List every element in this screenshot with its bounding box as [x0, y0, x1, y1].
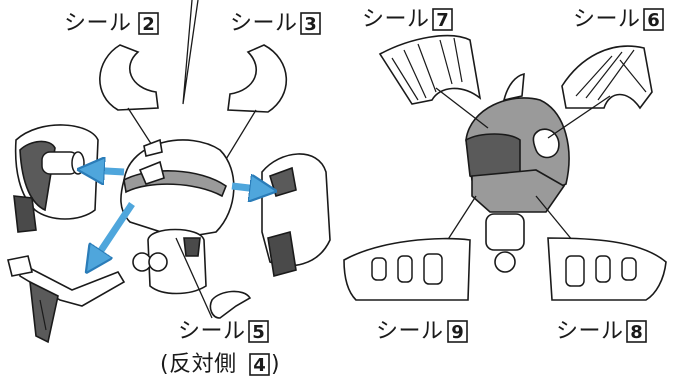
leader-seal-5: [175, 237, 213, 319]
sticker-3-shape: [227, 44, 288, 113]
arrow-to-side: [231, 186, 266, 190]
right-side-part: [261, 153, 331, 278]
sticker-2-shape: [99, 44, 159, 111]
label-seal-9: シール 9: [376, 319, 468, 344]
label-seal-3-text: シール: [230, 11, 298, 36]
label-seal-9-box: [447, 320, 468, 343]
label-seal-9-num: 9: [451, 322, 464, 343]
assembly-arrows-left: [88, 170, 266, 264]
label-seal-6-num: 6: [647, 10, 660, 31]
label-seal-6-box: [643, 8, 664, 31]
label-seal-9-text: シール: [376, 319, 444, 344]
label-seal-7-box: [432, 8, 453, 31]
label-seal-6: シール 6: [573, 7, 664, 32]
label-seal-5-note-post: ): [271, 352, 280, 377]
label-seal-5-num: 5: [252, 322, 265, 343]
label-seal-5-box: [248, 320, 269, 343]
sticker-6-shape: [561, 45, 653, 110]
label-seal-8-text: シール: [556, 319, 624, 344]
arrow-to-faceplate: [88, 170, 125, 172]
sticker-8-shape: [547, 237, 667, 301]
label-seal-5-text: シール: [178, 319, 246, 344]
label-seal-3: シール 3: [230, 11, 321, 36]
label-seal-7: シール 7: [362, 7, 453, 32]
leader-seal-7: [435, 87, 489, 129]
label-seal-2-text: シール: [64, 11, 132, 36]
center-helmet-part: [120, 138, 235, 295]
leader-seal-6: [547, 95, 611, 139]
label-seal-5-note-pre: (反対側: [160, 352, 237, 377]
label-seal-6-text: シール: [573, 7, 641, 32]
label-seal-8: シール 8: [556, 319, 647, 344]
strap-illustration: [182, 0, 199, 105]
label-seal-7-text: シール: [362, 7, 430, 32]
label-seal-3-box: [300, 12, 321, 35]
sticker-7-shape: [378, 34, 482, 105]
label-seal-2-num: 2: [142, 14, 155, 35]
sticker-9-shape: [343, 237, 471, 301]
label-seal-3-num: 3: [304, 14, 317, 35]
label-seal-5-note-num: 4: [253, 355, 266, 376]
left-jaw-part: [7, 255, 126, 344]
label-seal-7-num: 7: [436, 10, 449, 31]
label-seal-8-num: 8: [630, 322, 643, 343]
label-seal-2: シール 2: [64, 11, 159, 36]
label-seal-5-note-box: [249, 353, 270, 376]
label-seal-2-box: [138, 12, 159, 35]
label-seal-5: シール 5: [178, 319, 269, 344]
arrow-to-jaw: [92, 202, 135, 264]
sticker-5-shape: [209, 290, 252, 319]
label-seal-5-note: (反対側 4 ): [160, 352, 280, 377]
label-seal-8-box: [626, 320, 647, 343]
left-faceplate-part: [13, 124, 99, 233]
